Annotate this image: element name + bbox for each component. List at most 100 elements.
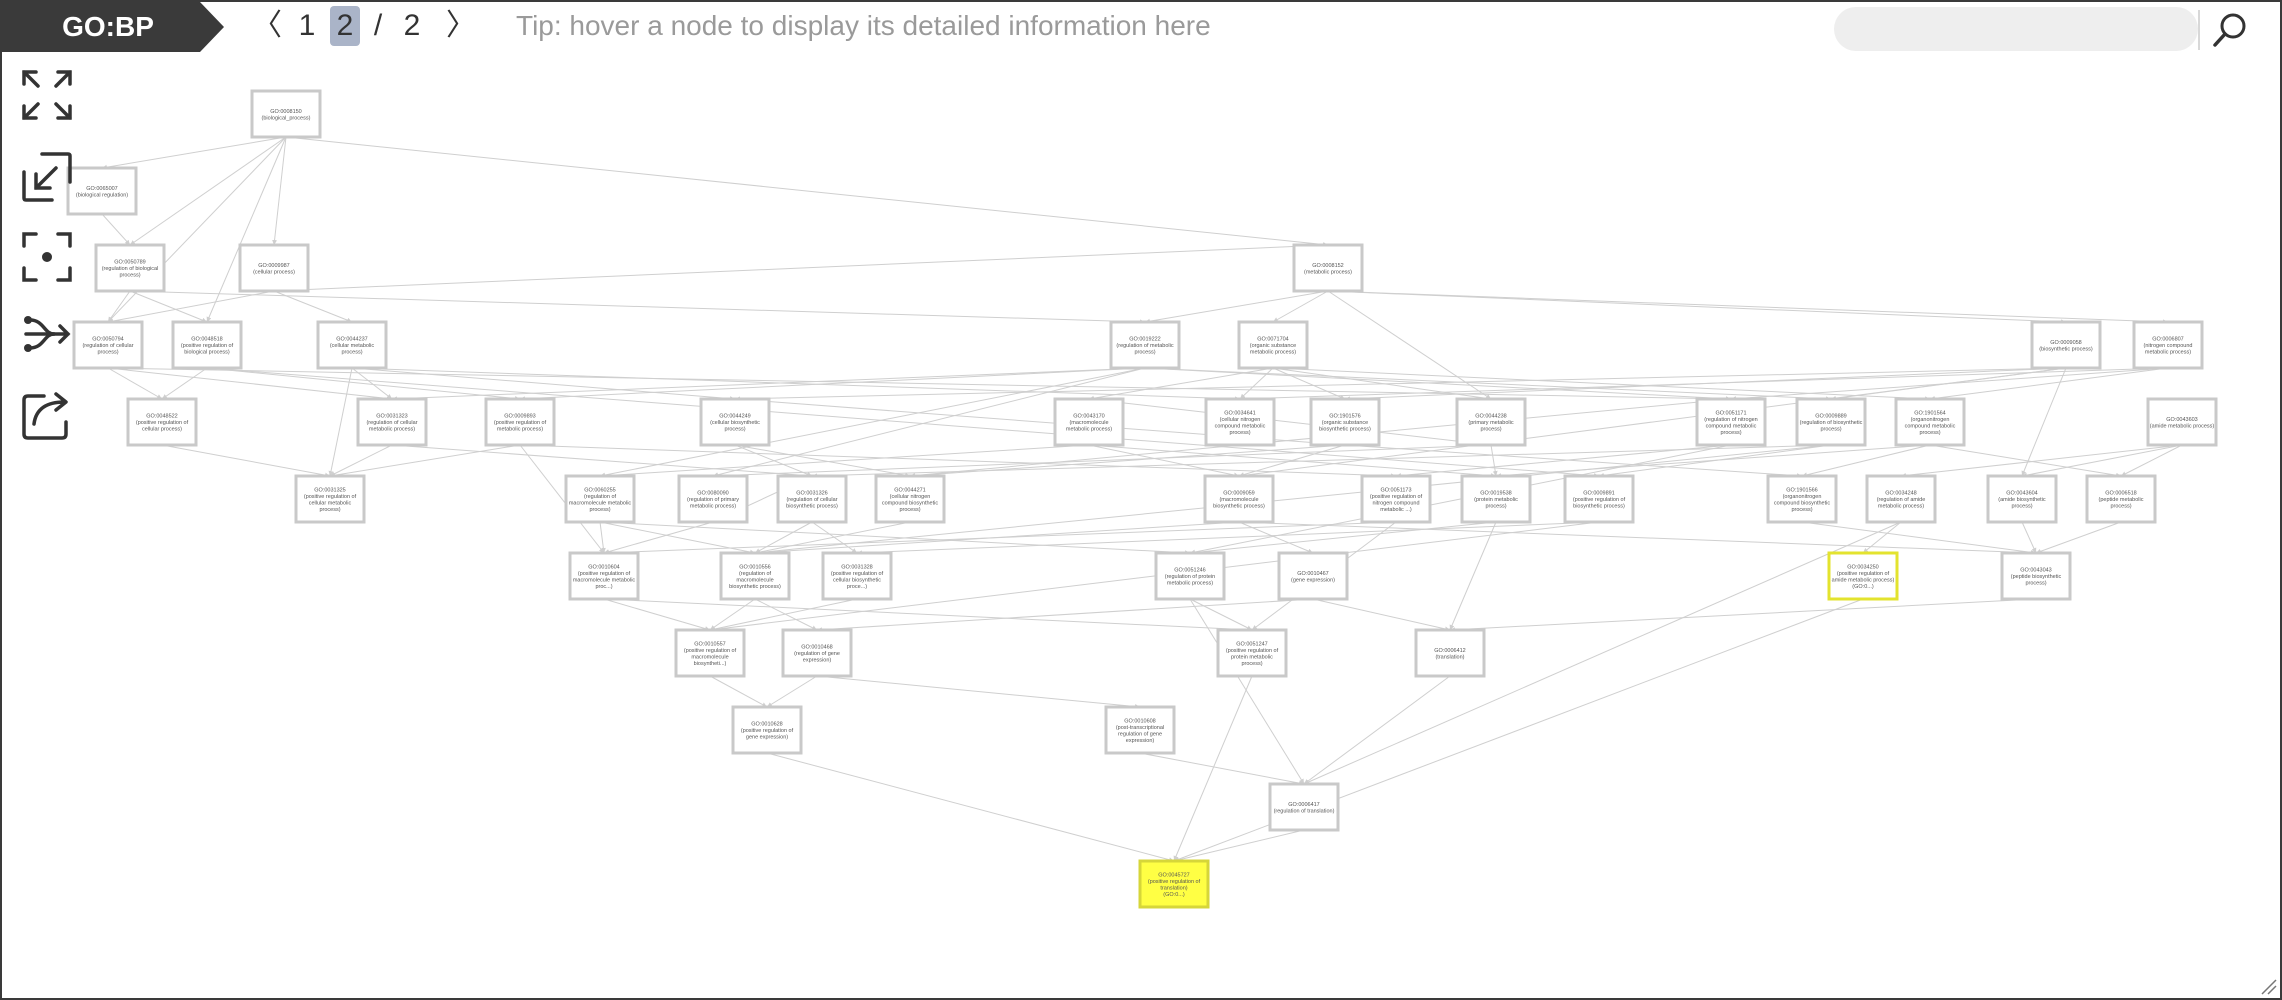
graph-edge — [734, 367, 2067, 402]
fit-view-button[interactable] — [20, 150, 74, 204]
center-focus-button[interactable] — [20, 230, 74, 284]
graph-edge — [1730, 367, 2169, 402]
graph-node[interactable]: GO:0031328(positive regulation ofcellula… — [821, 551, 893, 601]
graph-node-label: (translation) — [1435, 654, 1464, 660]
graph-node-label: GO:0060255 — [584, 487, 616, 493]
graph-node[interactable]: GO:0009058(biosynthetic process) — [2030, 320, 2102, 370]
graph-node-label: metabolic process) — [1250, 350, 1296, 356]
graph-node[interactable]: GO:0008150(biological_process) — [250, 89, 322, 139]
graph-node[interactable]: GO:0080090(regulation of primarymetaboli… — [677, 474, 749, 524]
graph-node[interactable]: GO:0048522(positive regulation ofcellula… — [126, 397, 198, 447]
graph-node[interactable]: GO:0009893(positive regulation ofmetabol… — [484, 397, 556, 447]
graph-edge — [599, 367, 1146, 478]
graph-node-label: GO:0010468 — [801, 645, 833, 651]
resize-handle[interactable] — [2258, 976, 2278, 996]
page-separator: / — [373, 9, 383, 42]
graph-edge — [603, 598, 1253, 633]
graph-edge — [1088, 367, 1274, 401]
graph-node[interactable]: GO:0050789(regulation of biologicalproce… — [94, 243, 166, 293]
graph-node[interactable]: GO:0043603(amide metabolic process) — [2146, 397, 2218, 447]
graph-node-label: (regulation of — [739, 571, 772, 577]
graph-node[interactable]: GO:0009987(cellular process) — [238, 243, 310, 293]
graph-node[interactable]: GO:0010608(post-transcriptionalregulatio… — [1104, 705, 1176, 755]
graph-node[interactable]: GO:0034248(regulation of amidemetabolic … — [1865, 474, 1937, 524]
search-input[interactable] — [1852, 12, 2196, 48]
graph-node[interactable]: GO:0051247(positive regulation ofprotein… — [1216, 628, 1288, 678]
graph-node[interactable]: GO:0019222(regulation of metabolicproces… — [1109, 320, 1181, 370]
graph-node[interactable]: GO:0051173(positive regulation ofnitroge… — [1360, 474, 1432, 524]
expand-view-icon — [22, 70, 72, 120]
graph-edge — [734, 444, 911, 478]
graph-node-label: (regulation of biosynthetic — [1800, 420, 1863, 426]
branch-layout-button[interactable] — [20, 308, 74, 362]
graph-node[interactable]: GO:0065007(biological regulation) — [66, 166, 138, 216]
graph-node[interactable]: GO:0008152(metabolic process) — [1292, 243, 1364, 293]
graph-node[interactable]: GO:0031323(regulation of cellularmetabol… — [356, 397, 428, 447]
graph-node[interactable]: GO:0010557(positive regulation ofmacromo… — [674, 628, 746, 678]
graph-node-label: (regulation of gene — [794, 651, 840, 657]
graph-node-label: metabolic process) — [1878, 504, 1924, 510]
search-button[interactable] — [2208, 8, 2252, 52]
graph-node[interactable]: GO:0009891(positive regulation ofbiosynt… — [1563, 474, 1635, 524]
expand-view-button[interactable] — [20, 68, 74, 122]
graph-node-box — [1827, 551, 1899, 601]
graph-edge — [1900, 444, 2183, 478]
export-share-button[interactable] — [20, 388, 74, 442]
graph-node-label: cellular biosynthetic — [833, 577, 881, 583]
graph-node[interactable]: GO:0048518(positive regulation ofbiologi… — [171, 320, 243, 370]
graph-node[interactable]: GO:0050794(regulation of cellularprocess… — [72, 320, 144, 370]
graph-node-label: (positive regulation of — [831, 571, 884, 577]
graph-node[interactable]: GO:0051246(regulation of proteinmetaboli… — [1154, 551, 1226, 601]
graph-node-label: GO:0009058 — [2050, 340, 2082, 346]
graph-node-label: GO:0006412 — [1434, 648, 1466, 654]
graph-edges — [101, 136, 2183, 863]
graph-edge — [709, 598, 756, 631]
graph-node-box — [294, 474, 366, 524]
graph-node-box — [171, 320, 243, 370]
graph-node-label: process) — [1480, 427, 1501, 433]
graph-node-label: GO:0051247 — [1236, 641, 1268, 647]
graph-node[interactable]: GO:0051171(regulation of nitrogencompoun… — [1695, 397, 1767, 447]
graph-node[interactable]: GO:1901576(organic substancebiosynthetic… — [1309, 397, 1381, 447]
graph-node-box — [699, 397, 771, 447]
graph-node[interactable]: GO:0010604(positive regulation ofmacromo… — [568, 551, 640, 601]
previous-page-button[interactable]: 〈 — [252, 9, 282, 42]
graph-node[interactable]: GO:0006412(translation) — [1414, 628, 1486, 678]
graph-node[interactable]: GO:0006417(regulation of translation) — [1268, 782, 1340, 832]
graph-node[interactable]: GO:0010467(gene expression) — [1277, 551, 1349, 601]
graph-node[interactable]: GO:0031326(regulation of cellularbiosynt… — [776, 474, 848, 524]
graph-node-label: (regulation of cellular — [82, 343, 133, 349]
page-1-button[interactable]: 1 — [298, 9, 316, 42]
graph-node-label: compound metabolic — [1706, 423, 1757, 429]
next-page-button[interactable]: 〉 — [446, 9, 476, 42]
graph-node-label: GO:0044237 — [336, 337, 368, 343]
graph-node-box — [1986, 474, 2058, 524]
graph-node[interactable]: GO:0045727(positive regulation oftransla… — [1138, 859, 1210, 909]
graph-node[interactable]: GO:0031325(positive regulation ofcellula… — [294, 474, 366, 524]
graph-node-label: (cellular metabolic — [330, 343, 375, 349]
graph-node-label: GO:0043170 — [1073, 414, 1105, 420]
graph-node[interactable]: GO:0009889(regulation of biosyntheticpro… — [1795, 397, 1867, 447]
page-2-button-current[interactable]: 2 — [330, 6, 360, 46]
graph-node[interactable]: GO:0010556(regulation ofmacromoleculebio… — [719, 551, 791, 601]
